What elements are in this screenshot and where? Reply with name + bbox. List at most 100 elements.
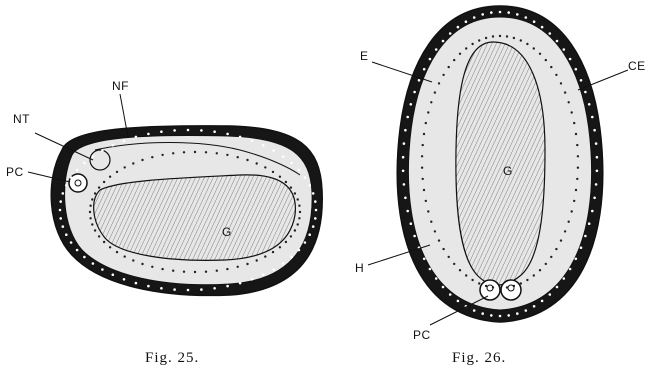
cell-nucleus-dot [563, 48, 566, 51]
cell-nucleus-dot [226, 285, 229, 288]
cell-nucleus-dot [556, 286, 559, 289]
figure-26: E CE G H PC Fig. 26. [355, 6, 646, 366]
cell-nucleus-dot [112, 144, 115, 147]
cell-nucleus-dot [520, 282, 522, 284]
cell-nucleus-dot [478, 282, 480, 284]
cell-nucleus-dot [91, 223, 93, 225]
cell-nucleus-dot [526, 279, 528, 281]
cell-nucleus-dot [312, 225, 315, 228]
cell-nucleus-dot [442, 286, 445, 289]
fig25-label-pc: PC [6, 165, 24, 179]
cell-nucleus-dot [160, 130, 163, 133]
cell-nucleus-dot [541, 26, 544, 29]
cell-nucleus-dot [294, 229, 296, 231]
cell-nucleus-dot [183, 151, 185, 153]
cell-nucleus-dot [216, 152, 218, 154]
cell-nucleus-dot [91, 198, 93, 200]
cell-nucleus-dot [545, 263, 547, 265]
cell-nucleus-dot [402, 156, 405, 159]
cell-nucleus-dot [205, 151, 207, 153]
cell-nucleus-dot [304, 176, 307, 179]
fig25-pole-cell-nucleus [75, 180, 81, 186]
cell-nucleus-dot [290, 256, 293, 259]
cell-nucleus-dot [132, 162, 134, 164]
cell-nucleus-dot [533, 305, 536, 308]
cell-nucleus-dot [591, 210, 594, 213]
fig25-label-nt: NT [13, 112, 30, 126]
fig25-label-g: G [222, 225, 232, 239]
cell-nucleus-dot [312, 192, 315, 195]
cell-nucleus-dot [59, 200, 62, 203]
cell-nucleus-dot [116, 171, 118, 173]
cell-nucleus-dot [294, 192, 296, 194]
cell-nucleus-dot [560, 239, 562, 241]
cell-nucleus-dot [584, 235, 587, 238]
cell-nucleus-dot [298, 205, 300, 207]
cell-nucleus-dot [226, 268, 228, 270]
cell-nucleus-dot [438, 82, 440, 84]
cell-nucleus-dot [520, 39, 522, 41]
cell-nucleus-dot [62, 192, 65, 195]
cell-nucleus-dot [410, 103, 413, 106]
cell-nucleus-dot [457, 300, 460, 303]
cell-nucleus-dot [298, 249, 301, 252]
cell-nucleus-dot [577, 167, 579, 169]
cell-nucleus-dot [124, 255, 126, 257]
cell-nucleus-dot [465, 47, 467, 49]
cell-nucleus-dot [314, 217, 317, 220]
cell-nucleus-dot [403, 183, 406, 186]
cell-nucleus-dot [550, 256, 552, 258]
cell-nucleus-dot [568, 101, 570, 103]
cell-nucleus-dot [550, 66, 552, 68]
cell-nucleus-dot [442, 74, 444, 76]
cell-nucleus-dot [239, 282, 242, 285]
cell-nucleus-dot [499, 315, 502, 318]
cell-nucleus-dot [187, 129, 190, 132]
cell-nucleus-dot [442, 248, 444, 250]
cell-nucleus-dot [194, 271, 196, 273]
cell-nucleus-dot [588, 222, 591, 225]
cell-nucleus-dot [449, 293, 452, 296]
cell-nucleus-dot [282, 155, 285, 158]
cell-nucleus-dot [459, 269, 461, 271]
cell-nucleus-dot [577, 155, 579, 157]
cell-nucleus-dot [438, 239, 440, 241]
cell-nucleus-dot [525, 309, 528, 312]
cell-nucleus-dot [465, 274, 467, 276]
cell-nucleus-dot [89, 211, 91, 213]
cell-nucleus-dot [516, 13, 519, 16]
cell-nucleus-dot [151, 156, 153, 158]
cell-nucleus-dot [421, 167, 423, 169]
cell-nucleus-dot [473, 309, 476, 312]
cell-nucleus-dot [161, 154, 163, 156]
cell-nucleus-dot [525, 16, 528, 19]
cell-nucleus-dot [442, 40, 445, 43]
cell-nucleus-dot [173, 288, 176, 291]
cell-nucleus-dot [580, 79, 583, 82]
cell-nucleus-dot [256, 259, 258, 261]
cell-nucleus-dot [563, 277, 566, 280]
fig26-caption: Fig. 26. [452, 350, 506, 366]
cell-nucleus-dot [422, 178, 424, 180]
cell-nucleus-dot [279, 246, 281, 248]
cell-nucleus-dot [564, 91, 566, 93]
cell-nucleus-dot [116, 251, 118, 253]
cell-nucleus-dot [194, 151, 196, 153]
cell-nucleus-dot [314, 200, 317, 203]
cell-nucleus-dot [465, 20, 468, 23]
cell-nucleus-dot [499, 35, 501, 37]
cell-nucleus-dot [226, 154, 228, 156]
cell-nucleus-dot [70, 176, 73, 179]
cell-nucleus-dot [593, 129, 596, 132]
cell-nucleus-dot [596, 170, 599, 173]
cell-nucleus-dot [545, 59, 547, 61]
cell-nucleus-dot [298, 169, 301, 172]
cell-nucleus-dot [410, 222, 413, 225]
cell-nucleus-dot [285, 181, 287, 183]
cell-nucleus-dot [459, 53, 461, 55]
cell-nucleus-dot [272, 268, 275, 271]
cell-nucleus-dot [404, 197, 407, 200]
cell-nucleus-dot [272, 149, 275, 152]
cell-nucleus-dot [596, 156, 599, 159]
cell-nucleus-dot [556, 40, 559, 43]
